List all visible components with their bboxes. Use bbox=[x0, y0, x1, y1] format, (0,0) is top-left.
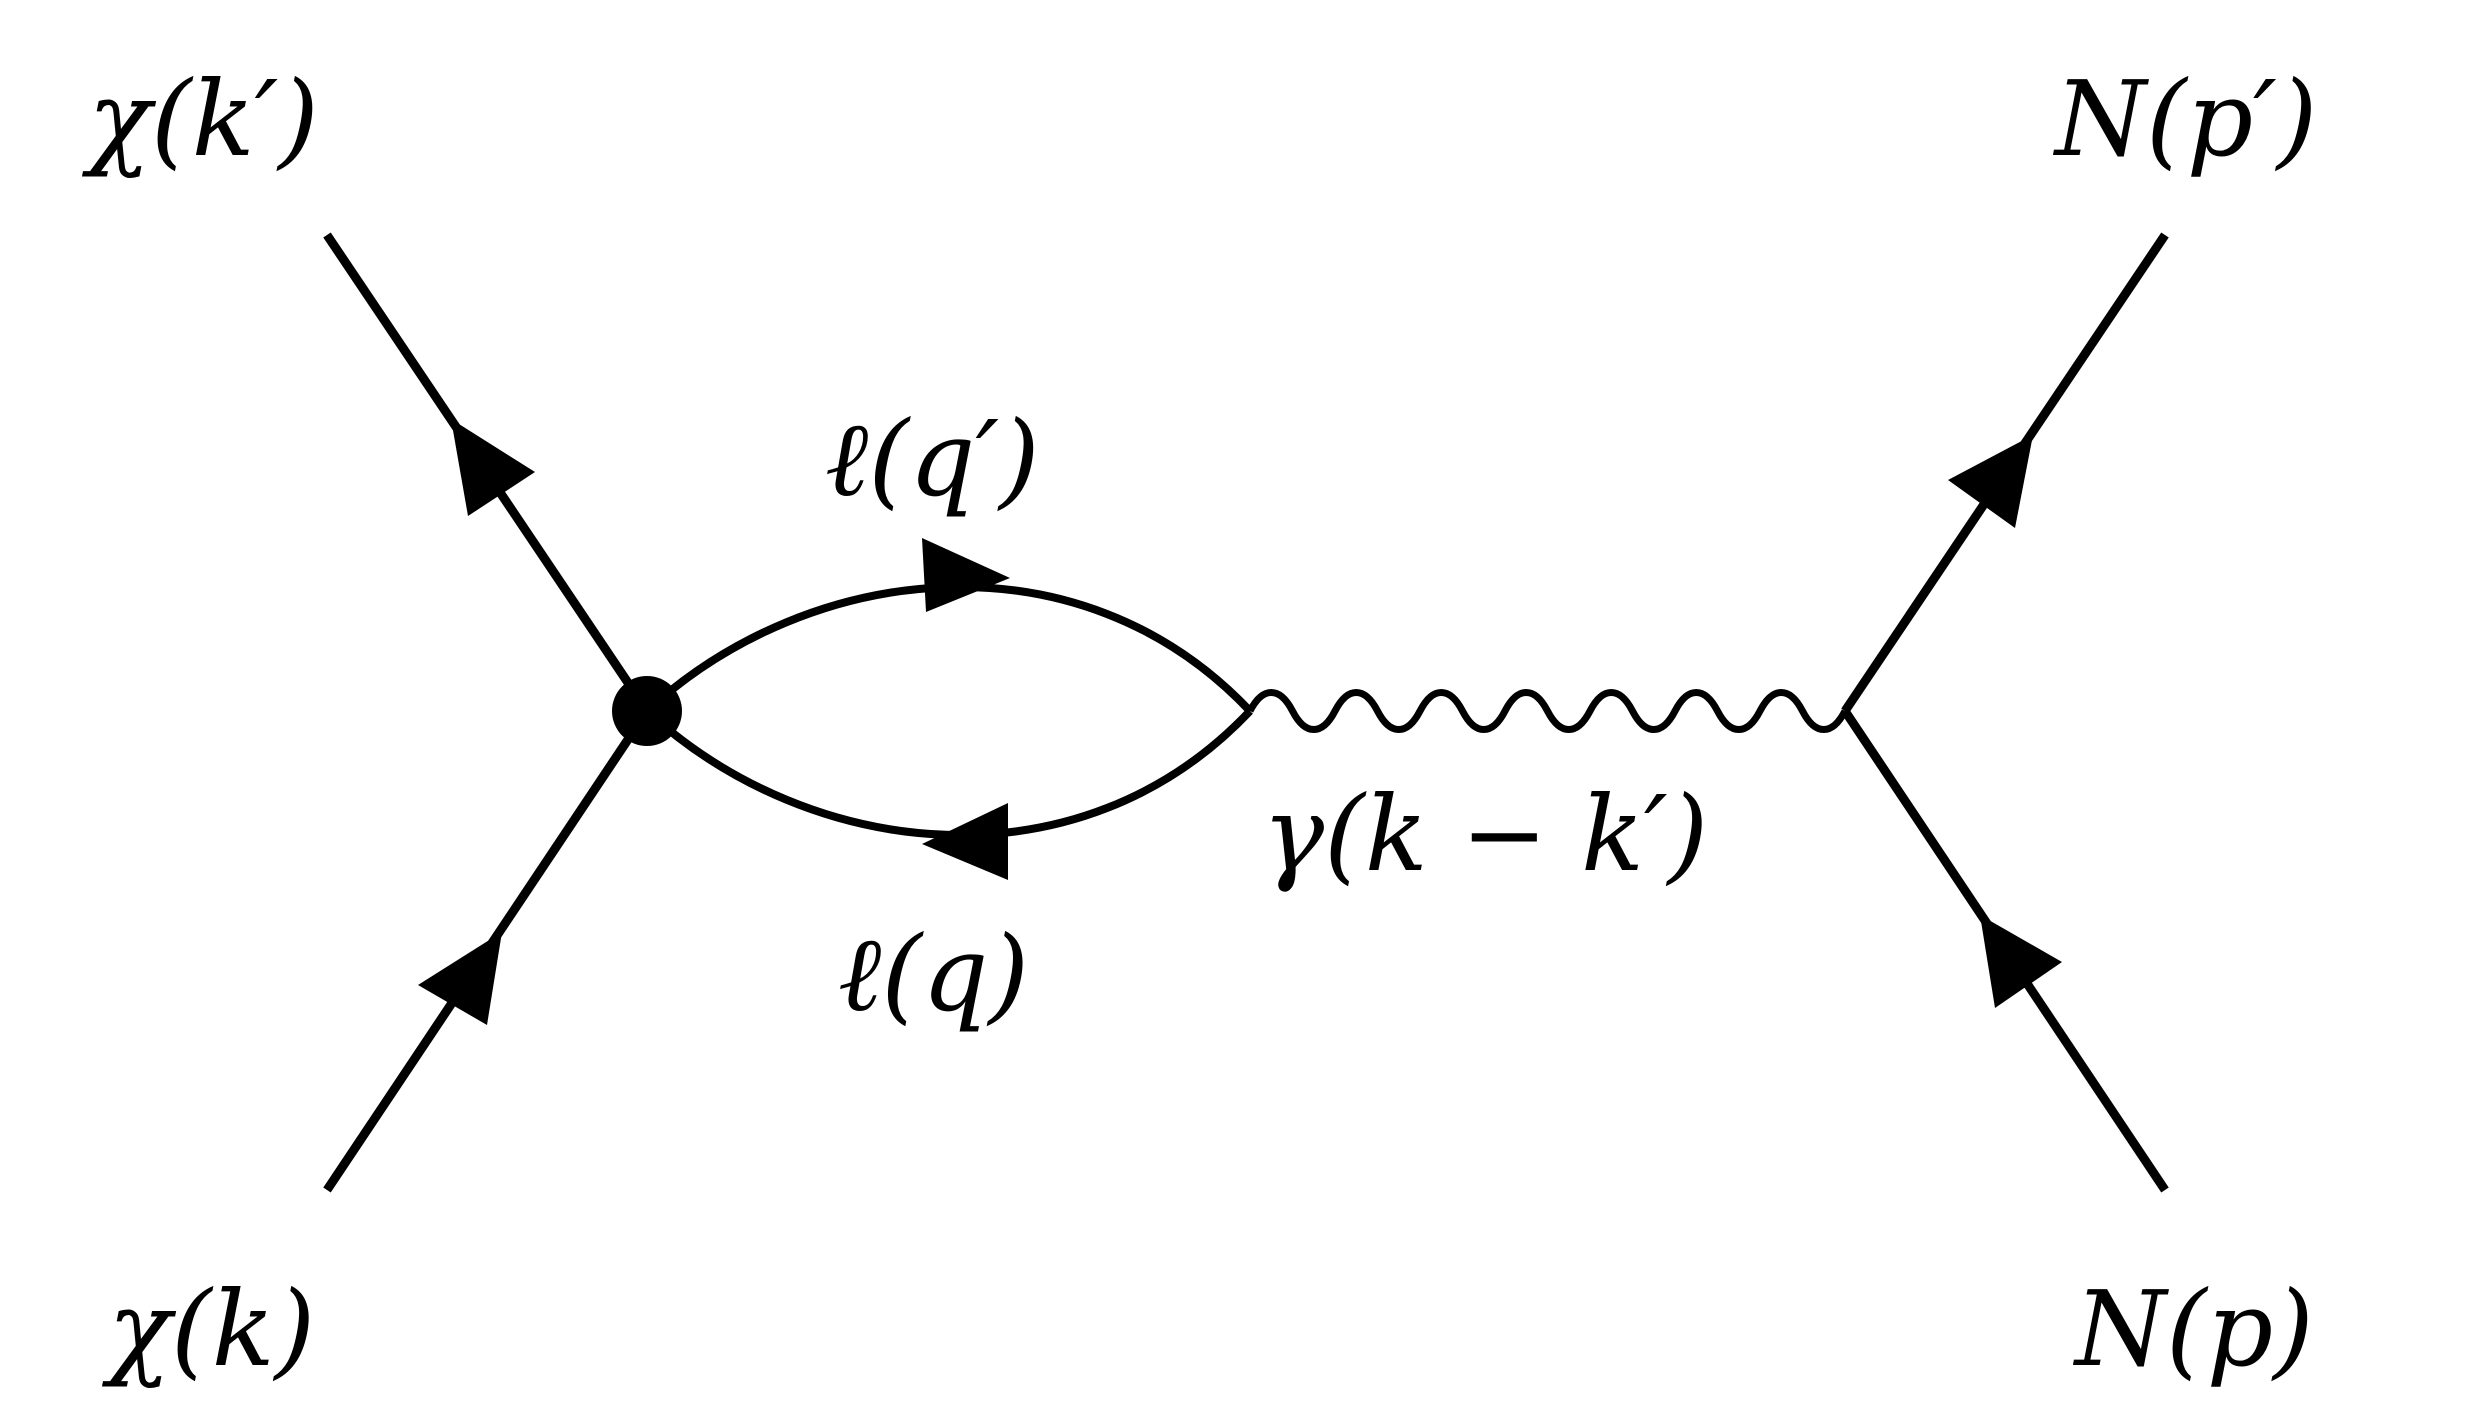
chi-out-arrow bbox=[451, 419, 535, 516]
lepton-bottom-label: ℓ(q) bbox=[838, 913, 1029, 1035]
lepton-top-arrow bbox=[922, 538, 1010, 612]
lepton-top-label: ℓ(q′) bbox=[825, 398, 1040, 520]
chi-in-label: χ(k) bbox=[101, 1268, 315, 1390]
effective-vertex-dot bbox=[612, 676, 682, 746]
chi-in-arrow bbox=[418, 932, 502, 1025]
nucleon-in-arrow bbox=[1980, 915, 2062, 1008]
nucleon-in-label: N(p) bbox=[2072, 1268, 2314, 1390]
nucleon-out-arrow bbox=[1948, 435, 2033, 528]
photon-propagator-wavy-line bbox=[1246, 689, 1849, 733]
chi-out-label: χ(k′) bbox=[81, 58, 319, 180]
lepton-bottom-arrow bbox=[922, 803, 1008, 880]
lepton-loop-lower-arc bbox=[644, 708, 1253, 839]
lepton-loop-upper-arc bbox=[644, 583, 1253, 714]
photon-label: γ(k − k′) bbox=[1262, 773, 1708, 895]
nucleon-out-label: N(p′) bbox=[2052, 58, 2317, 180]
